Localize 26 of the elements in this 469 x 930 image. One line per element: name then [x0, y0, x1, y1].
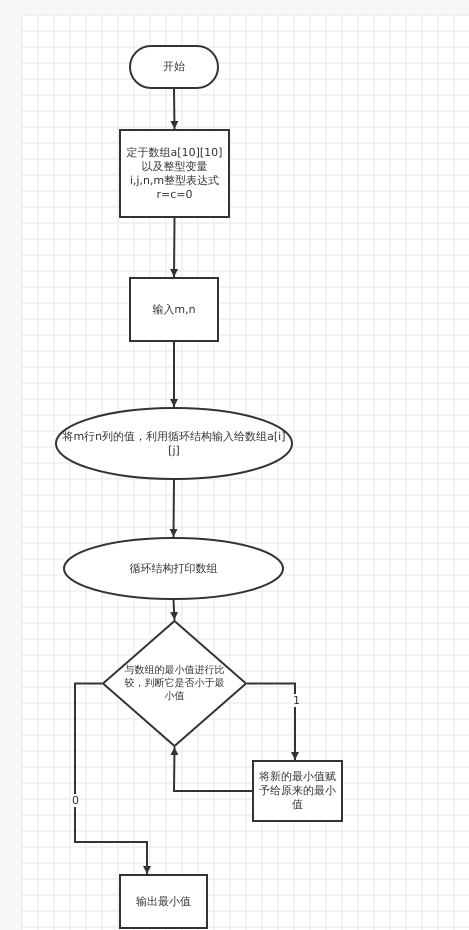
edge-label: 0	[71, 794, 80, 807]
arrow	[170, 218, 178, 278]
node-text: 与数组的最小值进行比较，判断它是否小于最小值	[124, 664, 224, 703]
node-text: 输入m,n	[152, 302, 196, 316]
node-text: 将m行n列的值，利用循环结构输入给数组a[i][j]	[62, 430, 286, 458]
node-text: 循环结构打印数组	[130, 562, 218, 576]
node-text: 输出最小值	[136, 894, 191, 908]
node-text: 定于数组a[10][10]以及整型变量i,j,n,m整型表达式r=c=0	[126, 146, 222, 202]
process-box	[129, 277, 219, 342]
decision-diamond	[102, 620, 247, 747]
arrow	[74, 682, 151, 874]
output-box	[119, 874, 208, 929]
arrow	[170, 600, 178, 620]
arrow	[170, 746, 252, 792]
arrow	[247, 682, 299, 760]
edge-label: 1	[292, 694, 301, 707]
start-terminal	[129, 45, 219, 89]
process-ellipse	[63, 537, 284, 600]
node-text: 将新的最小值赋予给原来的最小值	[258, 770, 337, 812]
arrow	[170, 480, 178, 538]
process-box	[119, 129, 230, 218]
node-text: 开始	[163, 60, 185, 74]
process-box	[252, 760, 343, 822]
arrow	[170, 88, 178, 130]
arrow	[170, 342, 178, 407]
process-ellipse	[55, 407, 293, 480]
